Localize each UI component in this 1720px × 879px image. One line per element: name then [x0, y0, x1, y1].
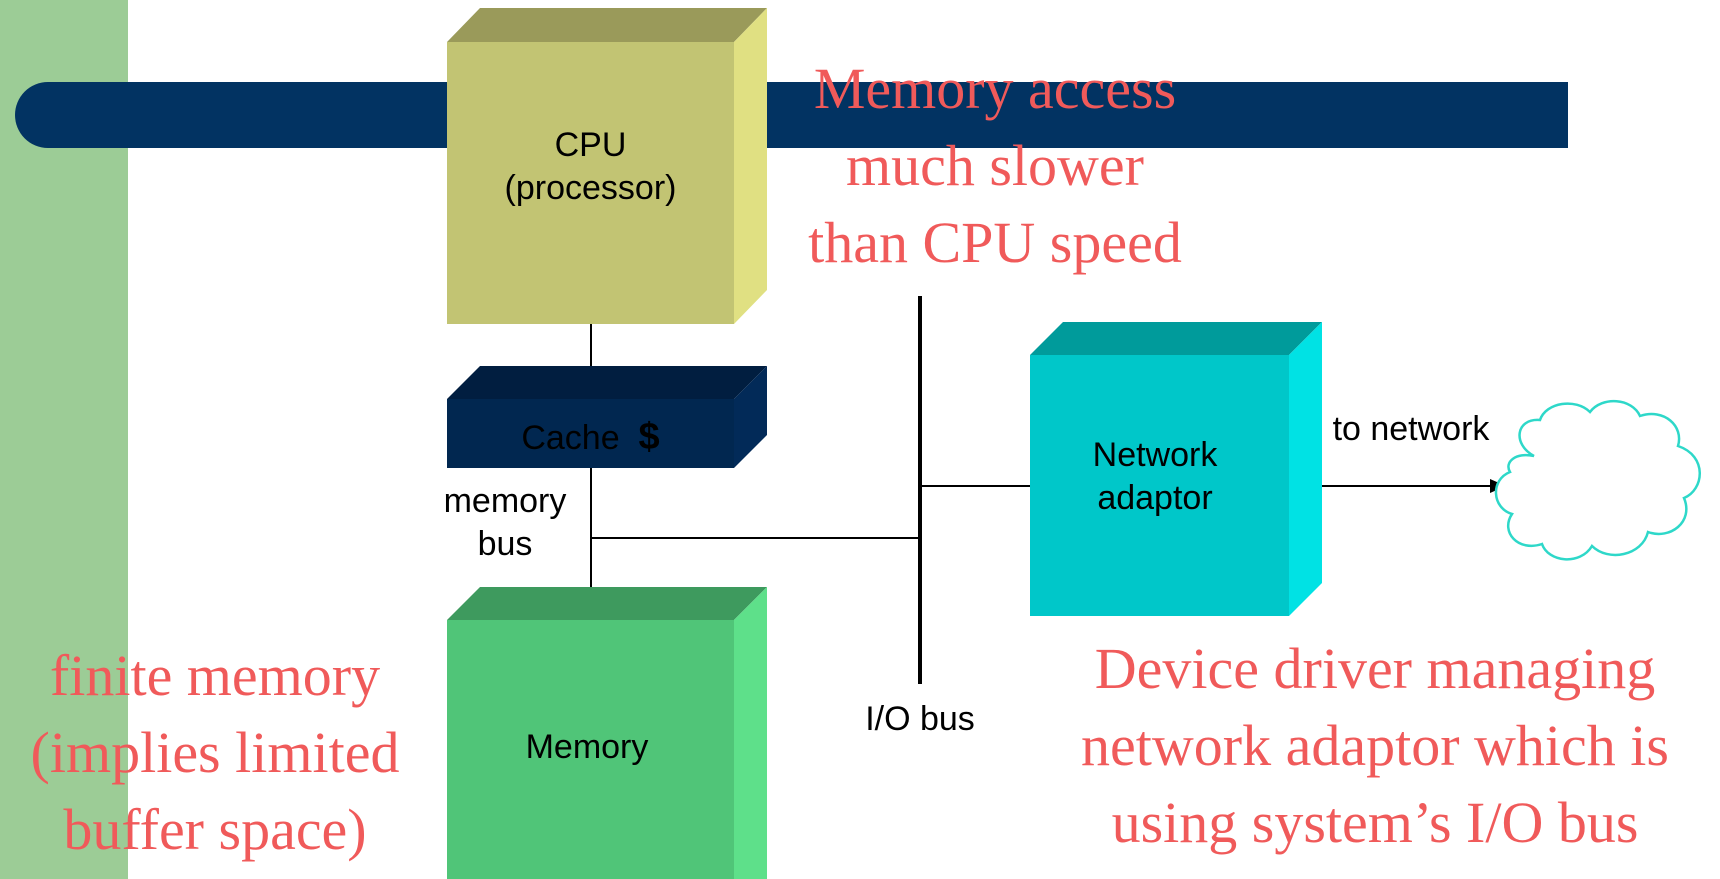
cache-label-text: Cache — [521, 419, 620, 457]
cache-box — [447, 366, 767, 468]
network-adaptor-label-line2: adaptor — [1097, 478, 1213, 517]
memory-access-line3: than CPU speed — [808, 210, 1182, 275]
memory-access-annotation: Memory access much slower than CPU speed — [770, 50, 1220, 281]
memory-box — [447, 587, 767, 879]
memory-access-line2: much slower — [846, 133, 1144, 198]
cpu-label-line2: (processor) — [504, 168, 677, 207]
network-adaptor-label: Network adaptor — [1030, 434, 1280, 519]
network-cloud-icon — [1494, 399, 1701, 561]
device-driver-line1: Device driver managing — [1094, 636, 1656, 701]
network-adaptor-box — [1030, 322, 1322, 616]
memory-bus-label-line2: bus — [477, 524, 533, 563]
finite-memory-annotation: finite memory (implies limited buffer sp… — [0, 637, 430, 868]
memory-access-line1: Memory access — [813, 56, 1177, 121]
memory-label: Memory — [447, 726, 727, 769]
device-driver-line3: using system’s I/O bus — [1111, 790, 1639, 855]
finite-memory-line1: finite memory — [49, 643, 381, 708]
io-bus-label: I/O bus — [840, 698, 1000, 741]
finite-memory-line3: buffer space) — [63, 797, 367, 862]
network-adaptor-label-line1: Network — [1092, 436, 1218, 474]
to-network-label: to network — [1316, 408, 1506, 451]
cpu-box — [447, 8, 767, 324]
to-network-label-text: to network — [1332, 410, 1490, 448]
cpu-label: CPU (processor) — [447, 124, 734, 209]
cache-dollar-symbol: $ — [638, 416, 660, 458]
cpu-label-line1: CPU — [554, 126, 627, 164]
device-driver-annotation: Device driver managing network adaptor w… — [1030, 630, 1720, 861]
title-bar — [15, 82, 1568, 148]
cache-label: Cache $ — [447, 414, 734, 462]
memory-bus-label-line1: memory — [443, 482, 567, 520]
memory-label-text: Memory — [525, 728, 649, 766]
device-driver-line2: network adaptor which is — [1081, 713, 1669, 778]
memory-bus-label: memory bus — [420, 480, 590, 565]
io-bus-label-text: I/O bus — [865, 700, 975, 738]
finite-memory-line2: (implies limited — [30, 720, 400, 785]
